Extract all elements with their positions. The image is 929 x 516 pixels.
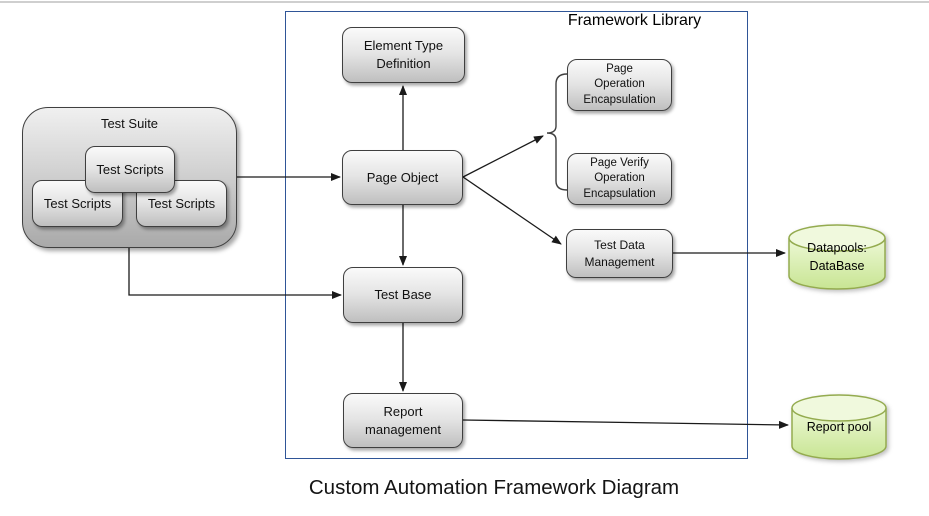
test-data-management-node: Test Data Management [566,229,673,278]
diagram-title: Custom Automation Framework Diagram [308,476,680,499]
node-label-line: management [365,421,441,437]
database-cylinder-icon [788,224,886,290]
node-label-line: Encapsulation [583,187,656,200]
node-label: Test Scripts [96,161,164,177]
test-scripts-node-center: Test Scripts [85,146,175,193]
page-verify-operation-encapsulation-node: Page Verify Operation Encapsulation [567,153,672,205]
element-type-definition-node: Element Type Definition [342,27,465,83]
node-label-line: Element Type [363,38,444,53]
report-management-node: Report management [343,393,463,448]
node-label-line: Page Verify [590,156,649,169]
node-label-line: Definition [376,56,431,71]
test-base-node: Test Base [343,267,463,323]
node-label-line: Page [606,62,633,75]
database-cylinder-icon [791,394,887,460]
page-object-node: Page Object [342,150,463,205]
report-pool-cylinder: Report pool [791,394,887,461]
node-label-line: Management [584,254,655,269]
datastore-label-line: DataBase [809,259,865,273]
node-label: Test Scripts [147,195,216,211]
node-label-line: Operation [594,78,645,91]
datapools-database-cylinder: Datapools: DataBase [788,224,886,291]
node-label-line: Operation [594,172,645,185]
node-label-line: Report [383,403,423,419]
framework-library-label: Framework Library [567,12,702,29]
datastore-label: Report pool [806,420,872,434]
framework-library-container [285,11,748,459]
node-label: Page Object [366,169,439,185]
node-label-line: Test Data [594,237,645,252]
node-label-line: Encapsulation [583,93,656,106]
node-label: Test Scripts [43,195,112,211]
datastore-label-line: Datapools: [807,241,867,255]
test-suite-label: Test Suite [100,116,159,131]
node-label: Test Base [374,287,432,302]
page-top-divider [0,1,929,3]
page-operation-encapsulation-node: Page Operation Encapsulation [567,59,672,111]
